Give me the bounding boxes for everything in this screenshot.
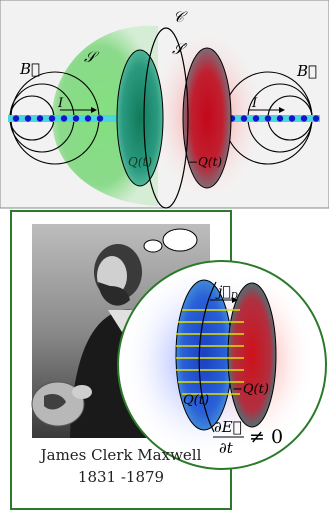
inset-label-plate-minus: −Q(t) [232, 382, 269, 397]
label-current-right: I [251, 96, 258, 111]
label-plate-plus: Q(t) [128, 155, 152, 169]
wire-right [208, 115, 320, 122]
top-diagram: B⃗ B⃗ I I 𝒮 𝒞 𝒮′ Q(t) −Q(t) [0, 0, 329, 209]
inset-field-lines [176, 309, 244, 395]
thought-bubble-small [143, 239, 163, 253]
thought-bubble-large [162, 228, 198, 252]
surface-s-prime [143, 27, 189, 209]
label-b-left: B⃗ [19, 60, 40, 78]
charge-dots-right [228, 115, 320, 122]
equation-rhs: ≠ 0 [249, 426, 283, 448]
label-surface-s-prime: 𝒮′ [172, 40, 188, 58]
label-plate-minus: −Q(t) [188, 155, 222, 169]
charge-dots-left [12, 115, 104, 122]
inset-label-jd: j⃗D [215, 284, 238, 302]
inset-border [117, 260, 327, 470]
portrait-caption-years: 1831 -1879 [77, 468, 165, 486]
label-current-left: I [57, 96, 64, 111]
negative-plate [182, 47, 232, 189]
inset-surface-curve [198, 281, 217, 433]
inset-displacement-current: j⃗D Q(t) −Q(t) ∂E⃗ ∂t ≠ 0 [117, 260, 327, 470]
inset-label-plate-plus: Q(t) [183, 393, 209, 408]
equation-numerator: ∂E⃗ [214, 418, 242, 436]
portrait-caption-name: James Clerk Maxwell [40, 446, 202, 464]
inset-negative-plate [227, 282, 277, 428]
equation-denominator: ∂t [219, 439, 234, 457]
label-b-right: B⃗ [296, 62, 317, 80]
positive-plate [116, 49, 164, 187]
